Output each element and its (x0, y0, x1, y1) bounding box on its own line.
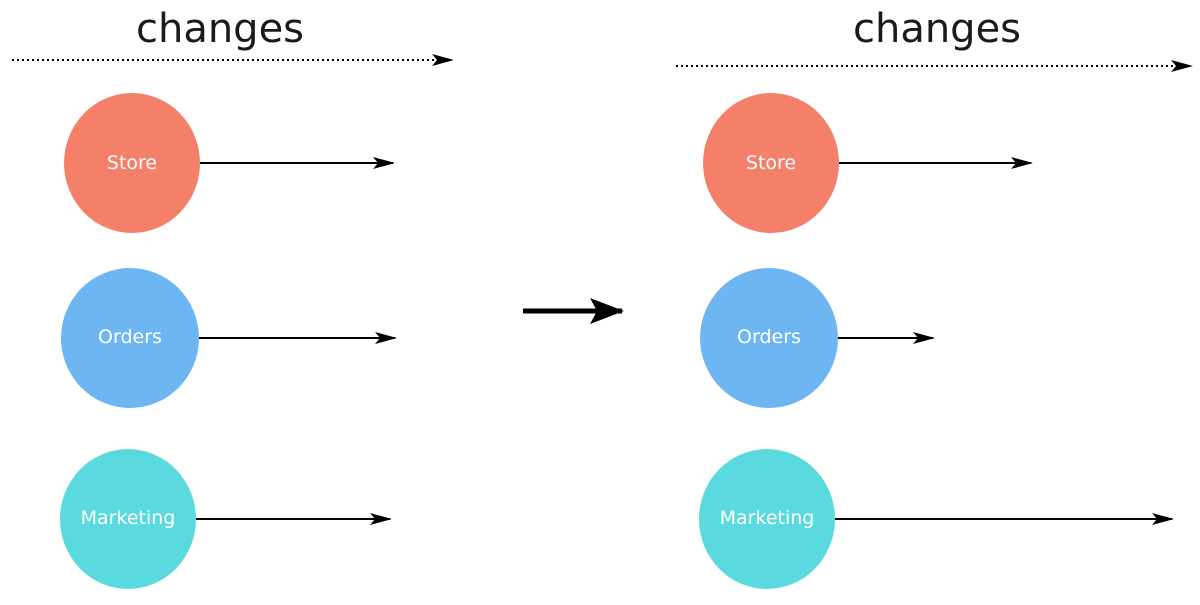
right-node-store: Store (703, 93, 1033, 233)
right-orders-circle (700, 268, 838, 408)
left-marketing-circle (60, 449, 196, 589)
right-node-orders: Orders (700, 268, 935, 408)
right-store-label: Store (746, 152, 796, 174)
left-store-circle (64, 93, 200, 233)
left-marketing-label: Marketing (81, 507, 176, 529)
right-orders-label: Orders (737, 326, 801, 348)
left-store-label: Store (107, 152, 157, 174)
left-orders-label: Orders (98, 326, 162, 348)
left-node-store: Store (64, 93, 395, 233)
right-marketing-circle (699, 449, 835, 589)
left-orders-circle (61, 268, 199, 408)
left-node-marketing: Marketing (60, 449, 392, 589)
right-node-marketing: Marketing (699, 449, 1174, 589)
right-panel: changes Store Orders Marketing (676, 6, 1193, 589)
right-header: changes (853, 6, 1021, 52)
right-store-circle (703, 93, 839, 233)
right-marketing-label: Marketing (720, 507, 815, 529)
left-node-orders: Orders (61, 268, 397, 408)
left-panel: changes Store Orders Marketing (12, 6, 454, 589)
left-header: changes (136, 6, 304, 52)
